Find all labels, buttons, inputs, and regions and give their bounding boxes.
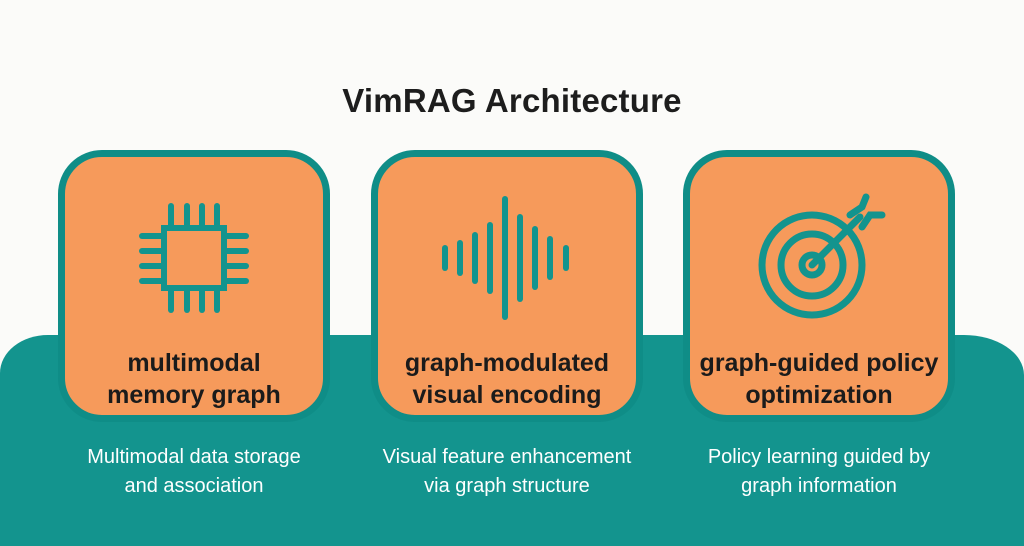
waveform-icon: [442, 196, 569, 320]
card-label: multimodal memory graph: [107, 349, 281, 409]
card-graph-guided-policy-optimization: graph-guided policy optimization: [683, 150, 955, 422]
diagram-title: VimRAG Architecture: [342, 82, 682, 119]
card-label: graph-modulated visual encoding: [404, 349, 610, 409]
chip-icon: [139, 203, 249, 313]
target-arrow-icon: [758, 193, 886, 319]
description-multimodal-memory-graph: Multimodal data storage and association: [87, 446, 301, 497]
card-multimodal-memory-graph: multimodal memory graph: [58, 150, 330, 422]
card-graph-modulated-visual-encoding: graph-modulated visual encoding: [371, 150, 643, 422]
card-label: graph-guided policy optimization: [699, 349, 939, 409]
description-graph-guided-policy-optimization: Policy learning guided by graph informat…: [707, 446, 931, 497]
description-graph-modulated-visual-encoding: Visual feature enhancement via graph str…: [382, 446, 632, 497]
